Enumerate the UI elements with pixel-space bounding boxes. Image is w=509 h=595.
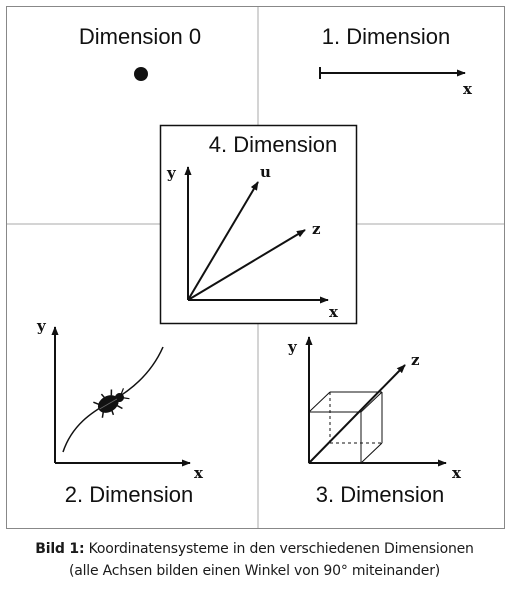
figure-frame bbox=[6, 6, 505, 529]
dim4-z-label: z bbox=[312, 220, 321, 238]
dim1-x-label: x bbox=[463, 80, 473, 98]
figure-caption-line2: (alle Achsen bilden einen Winkel von 90°… bbox=[0, 563, 509, 579]
caption-text-2: (alle Achsen bilden einen Winkel von 90°… bbox=[68, 563, 441, 579]
dim0-title: Dimension 0 bbox=[79, 24, 201, 49]
dim4-u-axis bbox=[187, 181, 259, 301]
dim3-title: 3. Dimension bbox=[316, 482, 444, 507]
figure-caption-line1: Bild 1: Koordinatensysteme in den versch… bbox=[0, 541, 509, 557]
dim3-x-label: x bbox=[452, 464, 462, 482]
dim1-title: 1. Dimension bbox=[322, 24, 450, 49]
dim4-title: 4. Dimension bbox=[209, 132, 337, 157]
dim3-z-label: z bbox=[411, 351, 420, 369]
dim4-y-label: y bbox=[166, 164, 177, 182]
dim3-y-label: y bbox=[287, 338, 298, 356]
caption-text-1: Koordinatensysteme in den verschiedenen … bbox=[88, 541, 474, 557]
dim4-x-label: x bbox=[329, 303, 339, 321]
dim0-point bbox=[134, 67, 148, 81]
dim4-u-label: u bbox=[260, 163, 271, 181]
dim2-y-label: y bbox=[36, 317, 47, 335]
dim4-z-axis bbox=[187, 229, 306, 301]
dim3-z-axis bbox=[308, 364, 406, 464]
beetle-icon bbox=[93, 388, 130, 418]
caption-label: Bild 1: bbox=[35, 541, 85, 557]
dim2-title: 2. Dimension bbox=[65, 482, 193, 507]
dim3-cube bbox=[308, 391, 383, 464]
dim2-x-label: x bbox=[194, 464, 204, 482]
